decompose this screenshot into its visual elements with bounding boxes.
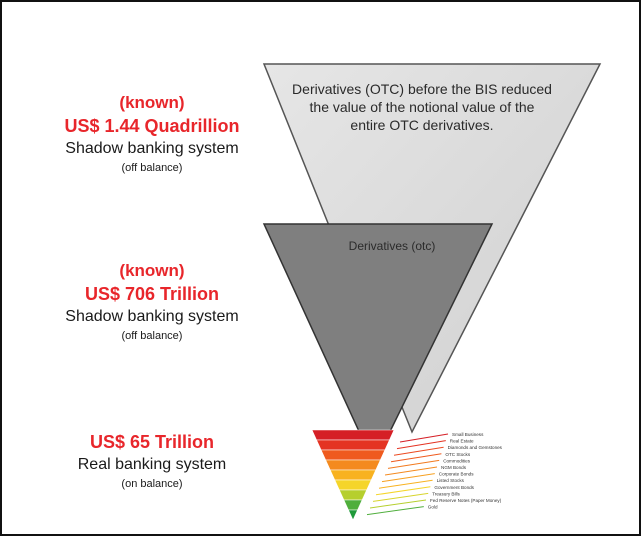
pyramid-band bbox=[311, 429, 395, 441]
legend-leader-line bbox=[381, 473, 435, 483]
legend-label: Small Business bbox=[452, 432, 484, 437]
legend-label: Commodities bbox=[443, 458, 471, 463]
legend-label: Fed Reserve Notes (Paper Money) bbox=[430, 498, 502, 503]
legend-leader-line bbox=[375, 486, 431, 496]
legend-leader-line bbox=[372, 492, 429, 502]
tier-shadow-quadrillion: (known) US$ 1.44 Quadrillion Shadow bank… bbox=[2, 92, 302, 177]
legend-leader-line bbox=[396, 440, 446, 450]
legend-label: OTC Stocks bbox=[445, 452, 470, 457]
legend-label: Gold bbox=[428, 505, 438, 510]
tier-shadow-trillion: (known) US$ 706 Trillion Shadow banking … bbox=[2, 260, 302, 345]
legend-label: NGM Bonds bbox=[441, 465, 467, 470]
legend-leader-line bbox=[384, 466, 438, 476]
pyramid-band bbox=[329, 469, 377, 481]
legend-leader-line bbox=[399, 433, 449, 443]
tier-balance-label: (off balance) bbox=[121, 330, 183, 342]
tier-balance-label: (off balance) bbox=[121, 162, 183, 174]
pyramid-band bbox=[343, 499, 363, 511]
tier-system-label: Shadow banking system bbox=[65, 308, 239, 325]
pyramid-band bbox=[320, 449, 386, 461]
tier-known-label: (known) bbox=[119, 261, 185, 280]
legend-leader-line bbox=[393, 446, 444, 456]
tier-real-banking: US$ 65 Trillion Real banking system (on … bbox=[2, 430, 302, 493]
legend-label: Diamonds and Gemstones bbox=[448, 445, 503, 450]
legend-label: Government Bonds bbox=[434, 485, 474, 490]
legend-label: Corporate Bonds bbox=[439, 472, 474, 477]
pyramid-band bbox=[338, 489, 368, 501]
legend-label: Real Estate bbox=[450, 439, 474, 444]
pyramid-band bbox=[316, 439, 390, 451]
legend-leader-line bbox=[387, 459, 440, 469]
tier-balance-label: (on balance) bbox=[121, 478, 183, 490]
tier-amount: US$ 65 Trillion bbox=[89, 432, 215, 452]
legend-label: Treasury Bills bbox=[432, 491, 460, 496]
pyramid-band bbox=[347, 509, 359, 521]
legend-leader-line bbox=[366, 506, 424, 516]
pyramid-band bbox=[325, 459, 381, 471]
legend-leader-line bbox=[378, 479, 433, 489]
medium-inverted-triangle bbox=[262, 223, 494, 466]
large-triangle-caption: Derivatives (OTC) before the BIS reduced… bbox=[292, 81, 552, 133]
pyramid-band bbox=[334, 479, 372, 491]
legend-leader-line bbox=[390, 453, 442, 463]
tier-amount: US$ 706 Trillion bbox=[84, 284, 220, 304]
small-color-pyramid bbox=[311, 429, 395, 521]
medium-triangle-caption: Derivatives (otc) bbox=[348, 239, 436, 253]
tier-known-label: (known) bbox=[119, 93, 185, 112]
tier-system-label: Real banking system bbox=[77, 456, 227, 473]
tier-amount: US$ 1.44 Quadrillion bbox=[64, 116, 240, 136]
legend-label: Listed Stocks bbox=[437, 478, 465, 483]
tier-system-label: Shadow banking system bbox=[65, 140, 239, 157]
legend-leader-line bbox=[369, 499, 427, 509]
